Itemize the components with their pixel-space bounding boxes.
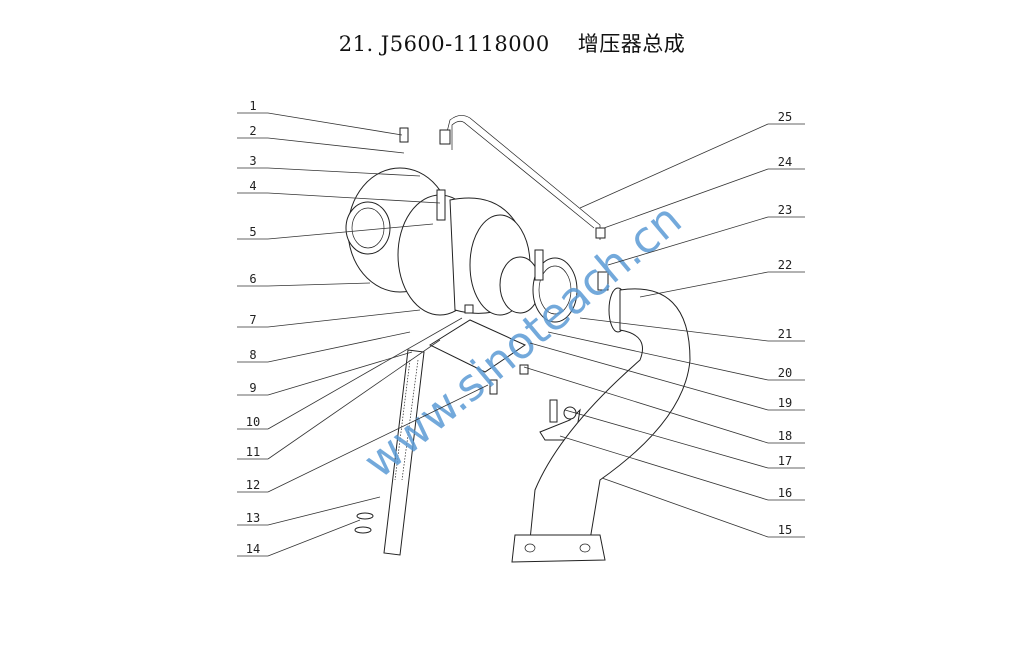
callout-2: 2 [237,124,405,154]
callout-number: 23 [778,203,792,217]
leader-line [267,223,434,240]
callout-16: 16 [559,435,805,501]
callout-11: 11 [237,339,441,460]
callout-number: 2 [249,124,256,138]
callout-number: 24 [778,155,792,169]
callout-12: 12 [237,384,489,493]
callout-number: 18 [778,429,792,443]
callout-7: 7 [237,309,421,328]
callout-number: 8 [249,348,256,362]
callout-number: 1 [249,99,256,113]
callout-23: 23 [607,203,805,266]
callout-number: 4 [249,179,256,193]
callout-19: 19 [529,342,805,411]
leader-line [579,123,769,209]
leader-line [267,167,421,177]
callout-number: 17 [778,454,792,468]
callout-10: 10 [237,317,463,430]
leader-line [579,317,769,342]
callout-6: 6 [237,272,371,287]
callout-21: 21 [579,317,805,342]
callout-number: 3 [249,154,256,168]
part-name: 增压器总成 [577,32,686,56]
callout-20: 20 [547,331,805,381]
callout-number: 25 [778,110,792,124]
callout-14: 14 [237,519,361,557]
leader-line [607,216,769,266]
leader-line [639,271,769,298]
leader-line [267,496,381,526]
diagram-title: 21. J5600-1118000 增压器总成 [0,28,1024,58]
part-code: 21. J5600-1118000 [338,32,550,56]
leader-line [603,168,769,229]
leader-line [267,339,441,460]
leader-line [601,477,769,538]
callout-number: 21 [778,327,792,341]
callout-4: 4 [237,179,441,204]
callout-number: 13 [246,511,260,525]
callout-number: 5 [249,225,256,239]
callout-number: 19 [778,396,792,410]
callout-13: 13 [237,496,381,526]
callout-number: 20 [778,366,792,380]
leader-line [547,331,769,381]
callout-17: 17 [564,409,805,469]
leader-line [267,192,441,204]
callout-1: 1 [237,99,403,136]
callout-18: 18 [523,366,805,444]
callout-number: 15 [778,523,792,537]
callout-3: 3 [237,154,421,177]
callout-number: 12 [246,478,260,492]
leader-line [267,351,413,396]
callout-number: 14 [246,542,260,556]
leader-line [564,409,769,469]
callout-22: 22 [639,258,805,298]
leader-line [267,331,411,363]
leader-line [267,112,403,136]
callout-24: 24 [603,155,805,229]
callout-number: 7 [249,313,256,327]
leader-line [523,366,769,444]
callout-5: 5 [237,223,434,240]
leader-line [267,282,371,287]
callout-number: 6 [249,272,256,286]
callout-9: 9 [237,351,413,396]
callout-number: 22 [778,258,792,272]
callout-number: 9 [249,381,256,395]
leader-line [267,137,405,154]
callout-8: 8 [237,331,411,363]
callout-25: 25 [579,110,805,209]
leader-line [267,317,463,430]
leader-line [267,309,421,328]
leader-line [529,342,769,411]
callout-number: 11 [246,445,260,459]
callout-15: 15 [601,477,805,538]
leader-line [267,384,489,493]
leader-line [559,435,769,501]
leader-line [267,519,361,557]
callout-number: 16 [778,486,792,500]
callout-number: 10 [246,415,260,429]
